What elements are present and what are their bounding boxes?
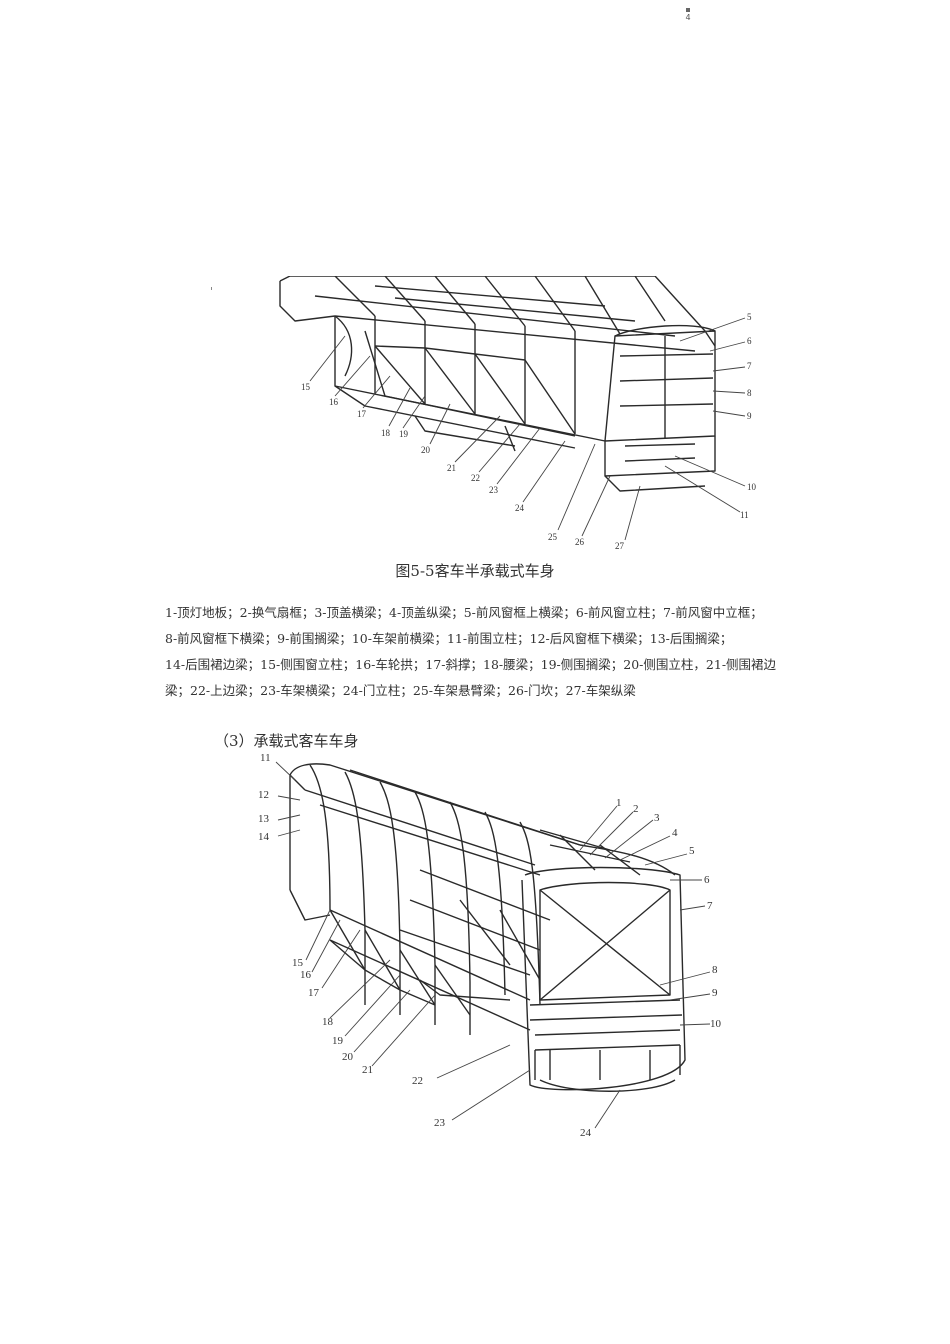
part-label: 23 [489, 485, 499, 495]
part-label: 15 [301, 382, 311, 392]
part-label: 22 [471, 473, 480, 483]
page-number: 4 [682, 8, 694, 22]
part-label: 26 [575, 537, 585, 547]
part-label: 22 [412, 1075, 423, 1087]
part-label: 2 [633, 803, 639, 815]
part-label: 12 [258, 789, 269, 801]
semi-integral-body-drawing: 5 6 7 8 9 10 11 15 16 17 18 19 20 21 22 … [279, 276, 757, 551]
part-label: 14 [258, 831, 270, 843]
legend-line: 14-后围裙边梁；15-侧围窗立柱；16-车轮拱；17-斜撑；18-腰梁；19-… [165, 657, 777, 672]
part-label: 15 [292, 957, 304, 969]
part-label: 17 [357, 409, 367, 419]
integral-body-drawing: 1 2 3 4 5 6 7 8 9 10 11 12 13 14 15 16 1… [258, 752, 722, 1139]
part-label: 19 [332, 1035, 344, 1047]
stray-mark [211, 287, 212, 290]
part-label: 19 [399, 429, 409, 439]
figure-legend: 1-顶灯地板；2-换气扇框；3-顶盖横梁；4-顶盖纵梁；5-前风窗框上横梁；6-… [165, 600, 815, 704]
part-label: 9 [747, 411, 752, 421]
part-label: 16 [329, 397, 339, 407]
part-label: 5 [689, 845, 695, 857]
part-label: 24 [580, 1127, 592, 1139]
part-label: 7 [707, 900, 713, 912]
part-label: 3 [654, 812, 660, 824]
part-label: 1 [616, 797, 622, 809]
part-label: 10 [710, 1018, 722, 1030]
part-label: 20 [421, 445, 431, 455]
part-label: 10 [747, 482, 757, 492]
part-label: 27 [615, 541, 625, 551]
part-label: 6 [704, 874, 710, 886]
part-label: 18 [322, 1016, 334, 1028]
part-label: 7 [747, 361, 752, 371]
part-label: 21 [447, 463, 456, 473]
page-marker-icon [686, 8, 690, 12]
part-label: 13 [258, 813, 270, 825]
section-heading: （3）承载式客车车身 [214, 732, 359, 750]
part-label: 8 [712, 964, 718, 976]
integral-body-figure: 1 2 3 4 5 6 7 8 9 10 11 12 13 14 15 16 1… [250, 750, 730, 1145]
legend-line: 1-顶灯地板；2-换气扇框；3-顶盖横梁；4-顶盖纵梁；5-前风窗框上横梁；6-… [165, 605, 763, 620]
part-label: 25 [548, 532, 558, 542]
part-label: 16 [300, 969, 312, 981]
part-label: 8 [747, 388, 752, 398]
legend-line: 梁；22-上边梁；23-车架横梁；24-门立柱；25-车架悬臂梁；26-门坎；2… [165, 683, 636, 698]
part-label: 5 [747, 312, 752, 322]
part-label: 11 [740, 510, 749, 520]
part-label: 4 [672, 827, 678, 839]
figure-caption: 图5-5客车半承载式车身 [395, 562, 555, 580]
part-label: 11 [260, 752, 271, 764]
part-label: 18 [381, 428, 391, 438]
part-label: 23 [434, 1117, 446, 1129]
part-label: 17 [308, 987, 320, 999]
legend-line: 8-前风窗框下横梁；9-前围搁梁；10-车架前横梁；11-前围立柱；12-后风窗… [165, 631, 733, 646]
page-number-text: 4 [685, 13, 691, 22]
semi-integral-body-figure: 5 6 7 8 9 10 11 15 16 17 18 19 20 21 22 … [275, 276, 795, 554]
part-label: 21 [362, 1064, 373, 1076]
part-label: 24 [515, 503, 525, 513]
part-label: 9 [712, 987, 718, 999]
part-label: 20 [342, 1051, 354, 1063]
part-label: 6 [747, 336, 752, 346]
